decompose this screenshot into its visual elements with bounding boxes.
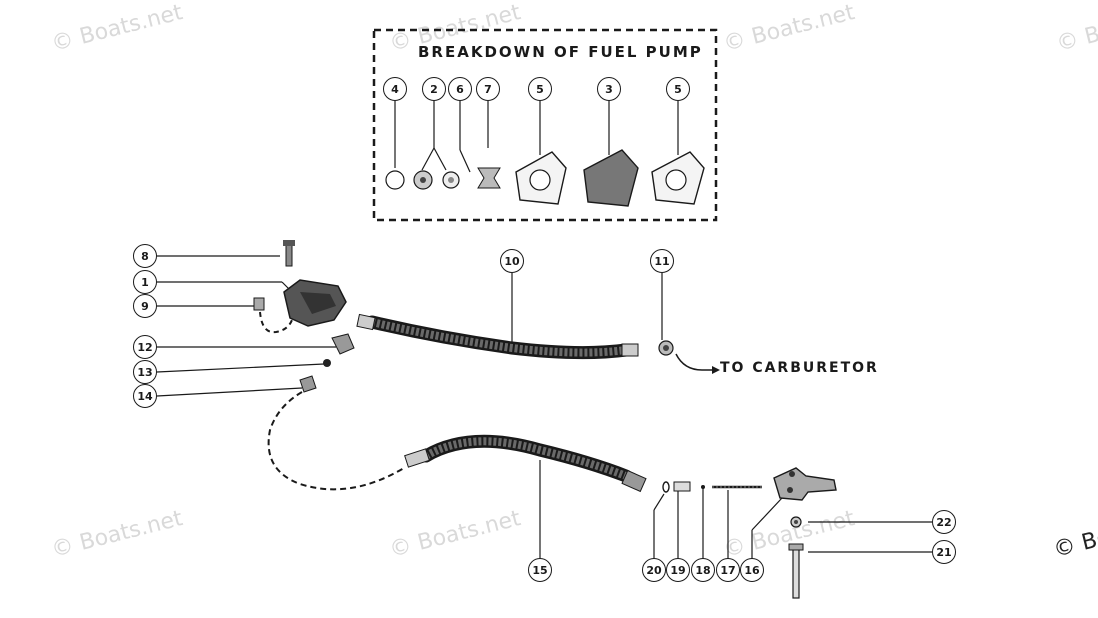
callout-5-left[interactable]: 5: [528, 77, 552, 101]
callout-13[interactable]: 13: [133, 360, 157, 384]
callout-6[interactable]: 6: [448, 77, 472, 101]
callout-22[interactable]: 22: [932, 510, 956, 534]
washer-part-18: [701, 485, 705, 489]
breakdown-title: BREAKDOWN OF FUEL PUMP: [418, 43, 703, 61]
callout-17[interactable]: 17: [716, 558, 740, 582]
fuel-connector-part-16: [773, 467, 837, 501]
fitting-part-14: [299, 375, 317, 393]
callout-16[interactable]: 16: [740, 558, 764, 582]
o-ring-part-20: [662, 481, 670, 493]
callout-18[interactable]: 18: [691, 558, 715, 582]
to-carburetor-label: TO CARBURETOR: [720, 360, 879, 376]
fitting-part-12: [331, 333, 355, 355]
callout-20[interactable]: 20: [642, 558, 666, 582]
callout-10[interactable]: 10: [500, 249, 524, 273]
callout-5-right[interactable]: 5: [666, 77, 690, 101]
callout-12[interactable]: 12: [133, 335, 157, 359]
supply-line-dashed: [267, 391, 405, 491]
diaphragm-part-3: [583, 149, 639, 207]
callout-9[interactable]: 9: [133, 294, 157, 318]
washer-part-13: [323, 359, 331, 367]
callout-2[interactable]: 2: [422, 77, 446, 101]
callout-15[interactable]: 15: [528, 558, 552, 582]
fuel-hose-part-10: [365, 315, 633, 360]
vent-hose: [259, 311, 293, 334]
carburetor-arrow: [675, 353, 712, 371]
spring-part-7: [477, 167, 501, 189]
bolt-part-21: [792, 547, 800, 599]
callout-11[interactable]: 11: [650, 249, 674, 273]
screw-part-8: [285, 243, 293, 267]
callout-1[interactable]: 1: [133, 270, 157, 294]
fitting-part-9: [253, 297, 265, 311]
filter-part-19: [673, 481, 691, 492]
washer-part-4: [385, 170, 405, 190]
callout-3[interactable]: 3: [597, 77, 621, 101]
callout-19[interactable]: 19: [666, 558, 690, 582]
callout-21[interactable]: 21: [932, 540, 956, 564]
callout-8[interactable]: 8: [133, 244, 157, 268]
callout-14[interactable]: 14: [133, 384, 157, 408]
callout-7[interactable]: 7: [476, 77, 500, 101]
callout-4[interactable]: 4: [383, 77, 407, 101]
breakdown-box: [372, 28, 718, 222]
